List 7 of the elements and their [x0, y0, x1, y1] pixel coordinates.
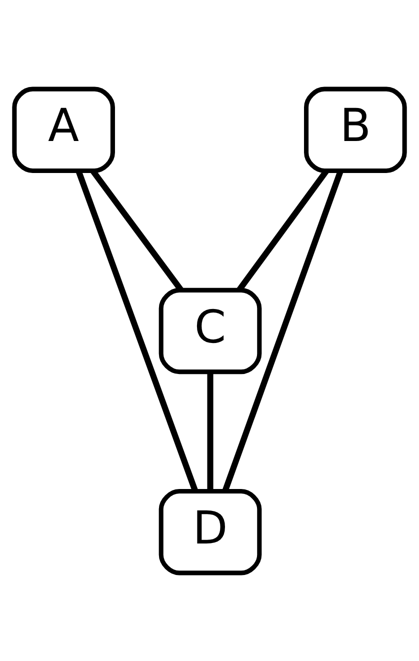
- node-box: B: [304, 86, 407, 172]
- connector: [76, 170, 198, 492]
- connector: [222, 170, 344, 492]
- connector: [207, 372, 214, 491]
- node-box: D: [158, 488, 262, 575]
- node-box: A: [12, 86, 115, 172]
- node-box: C: [158, 287, 262, 374]
